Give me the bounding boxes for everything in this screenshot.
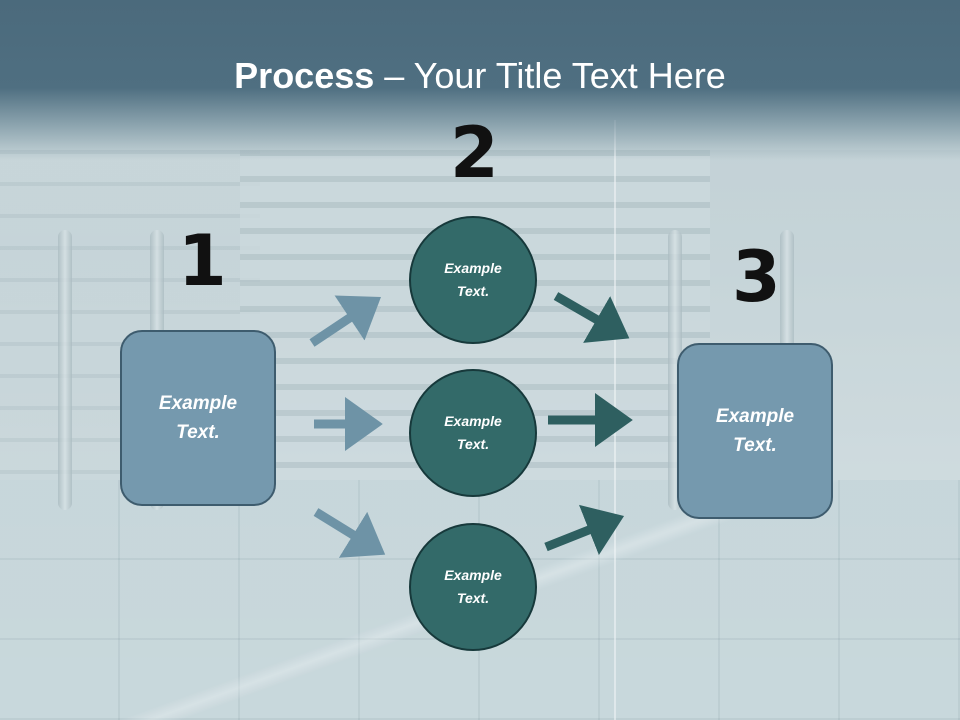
process-box-left-text: Example Text. <box>158 393 238 443</box>
process-circle-middle[interactable]: Example Text. <box>409 369 537 497</box>
step-number-3: 3 <box>732 236 781 318</box>
background-railing-post <box>58 230 72 510</box>
process-circle-bottom[interactable]: Example Text. <box>409 523 537 651</box>
process-circle-middle-text: Example Text. <box>444 413 502 452</box>
arrow-box1-to-circle-bottom <box>313 508 386 558</box>
title-bold: Process <box>234 55 375 96</box>
arrow-circle-bottom-to-box3 <box>544 504 625 556</box>
process-circle-top-text: Example Text. <box>444 260 502 299</box>
step-number-1: 1 <box>178 220 227 302</box>
title-band <box>0 0 960 160</box>
process-circle-bottom-text: Example Text. <box>444 567 502 606</box>
step-number-2: 2 <box>450 112 499 194</box>
title-rest: – Your Title Text Here <box>374 55 726 96</box>
process-box-right-text: Example Text. <box>715 406 795 456</box>
process-box-left[interactable]: Example Text. <box>120 330 276 506</box>
slide-title[interactable]: Process – Your Title Text Here <box>0 52 960 100</box>
arrow-box1-to-circle-top <box>309 295 381 347</box>
arrow-circle-top-to-box3 <box>553 292 630 343</box>
process-circle-top[interactable]: Example Text. <box>409 216 537 344</box>
process-box-right[interactable]: Example Text. <box>677 343 833 519</box>
